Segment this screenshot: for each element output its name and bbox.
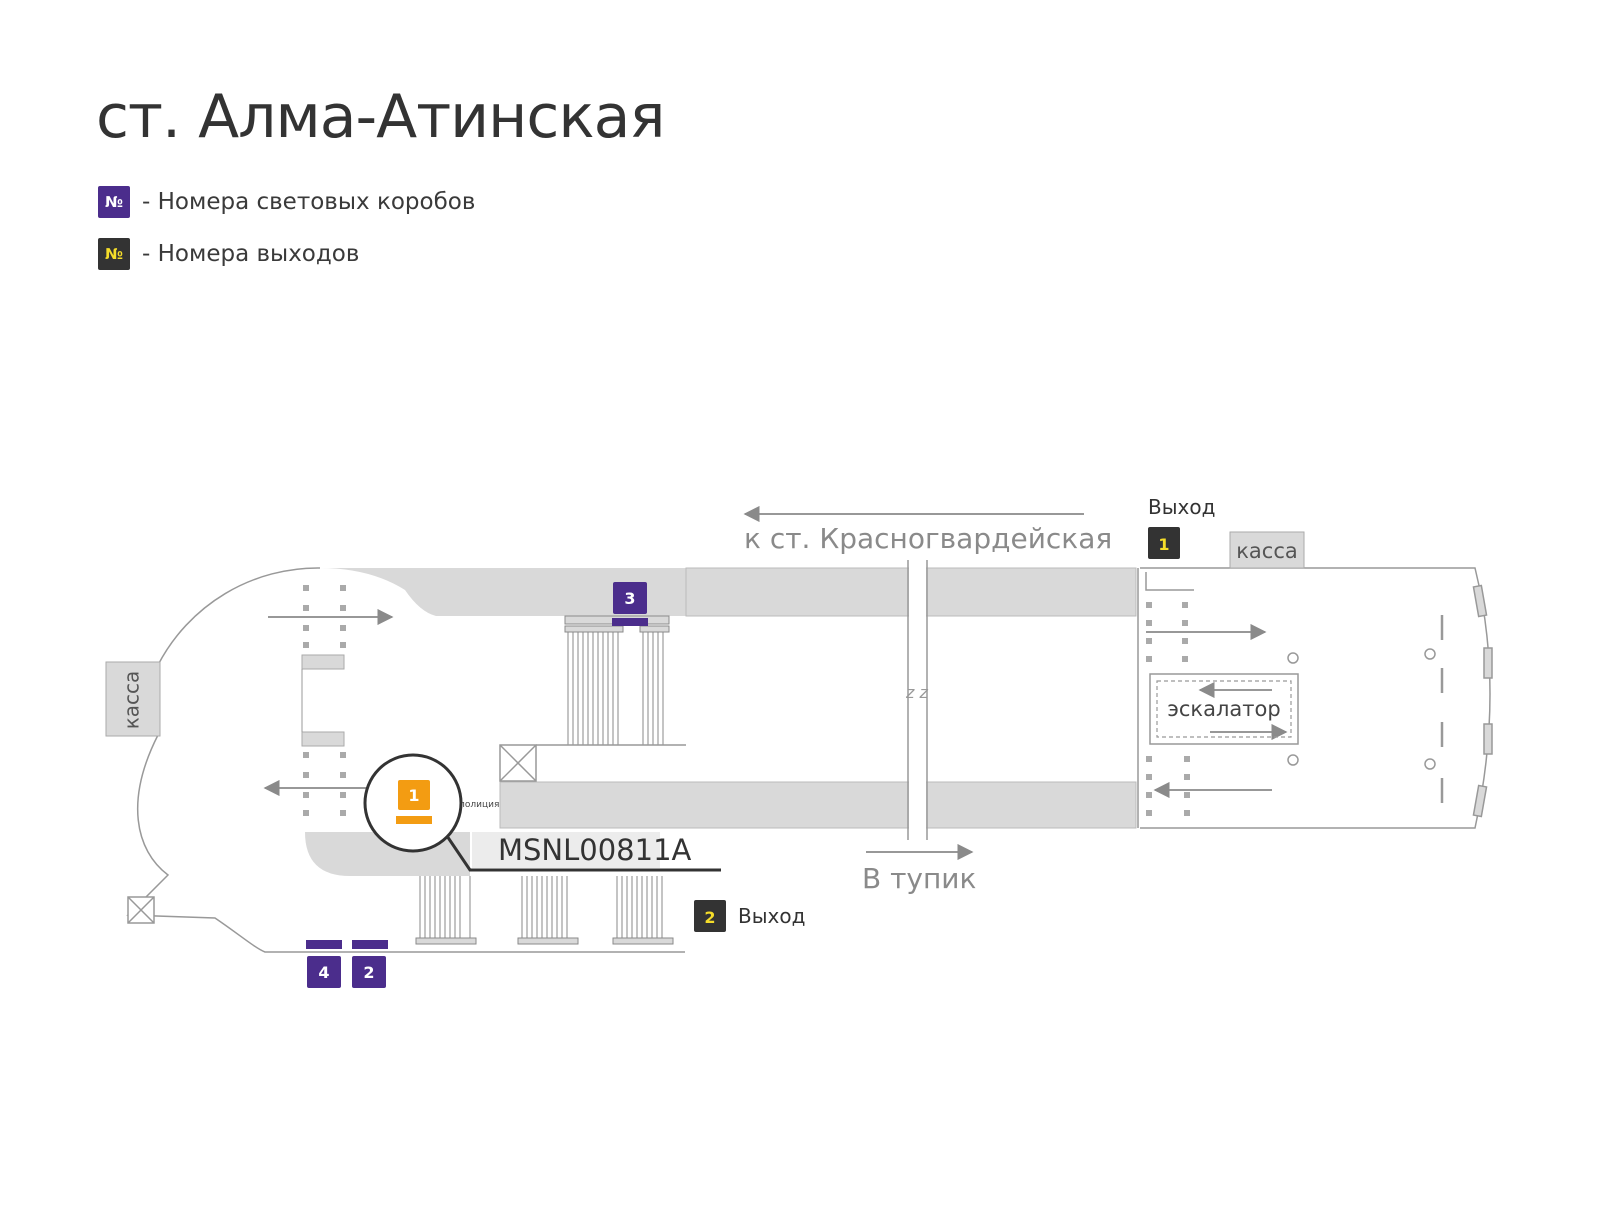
- kassa-left-label: касса: [120, 671, 144, 730]
- highlight-callout: 1 MSNL00811A: [363, 753, 721, 872]
- legend-exit-label: - Номера выходов: [142, 241, 360, 267]
- dead-end-label: В тупик: [862, 862, 976, 895]
- kassa-left: касса: [105, 661, 161, 737]
- escalator-label: эскалатор: [1167, 697, 1280, 721]
- kassa-right-label: касса: [1236, 539, 1298, 563]
- page-title: ст. Алма-Атинская: [96, 82, 665, 152]
- exit-1-number: 1: [1158, 535, 1169, 554]
- lightbox-4-marker: [306, 940, 342, 949]
- stairs-lower: [415, 876, 674, 945]
- highlight-lightbox-number: 1: [408, 786, 419, 805]
- lightbox-4-number: 4: [318, 963, 329, 982]
- exit-bottom-label: Выход: [738, 904, 805, 928]
- exit-2-number: 2: [704, 908, 715, 927]
- exit-2-badge: [694, 900, 726, 932]
- highlight-lightbox-marker: [396, 816, 432, 824]
- escalator: эскалатор: [1149, 673, 1299, 745]
- crossed-box-center: [499, 744, 537, 782]
- kassa-right: [1229, 531, 1305, 569]
- legend-lightbox-row: № - Номера световых коробов: [98, 186, 475, 218]
- highlight-lightbox-badge: [398, 780, 430, 810]
- flow-arrows: [263, 505, 1288, 861]
- lightbox-3-badge: [613, 582, 647, 614]
- dotted-guides: [303, 585, 1190, 816]
- entrance-bracket: [1145, 572, 1194, 591]
- lightbox-2-marker: [352, 940, 388, 949]
- legend-lightbox-label: - Номера световых коробов: [142, 189, 476, 215]
- lightbox-2-number: 2: [363, 963, 374, 982]
- platform-top: [320, 567, 1137, 617]
- right-details: [1287, 584, 1493, 818]
- track-gap: z z: [905, 560, 929, 840]
- legend-lightbox-badge: №: [98, 186, 130, 218]
- to-station-label: к ст. Красногвардейская: [744, 522, 1112, 555]
- crossed-box-left: [127, 896, 155, 924]
- exit-top-label: Выход: [1148, 495, 1215, 519]
- left-structure: [301, 654, 345, 747]
- exit-1-badge: [1148, 527, 1180, 559]
- police-label: полиция: [459, 800, 499, 810]
- lightbox-2-badge: [352, 956, 386, 988]
- code-label: MSNL00811A: [498, 833, 692, 867]
- lightbox-3-number: 3: [624, 589, 635, 608]
- lightbox-4-badge: [307, 956, 341, 988]
- station-outline: [126, 567, 1491, 953]
- stairs-upper: [536, 615, 686, 746]
- zz-label: z z: [905, 683, 928, 702]
- legend-exit-row: № - Номера выходов: [98, 238, 359, 270]
- legend-exit-badge: №: [98, 238, 130, 270]
- lightbox-3-marker: [612, 618, 648, 626]
